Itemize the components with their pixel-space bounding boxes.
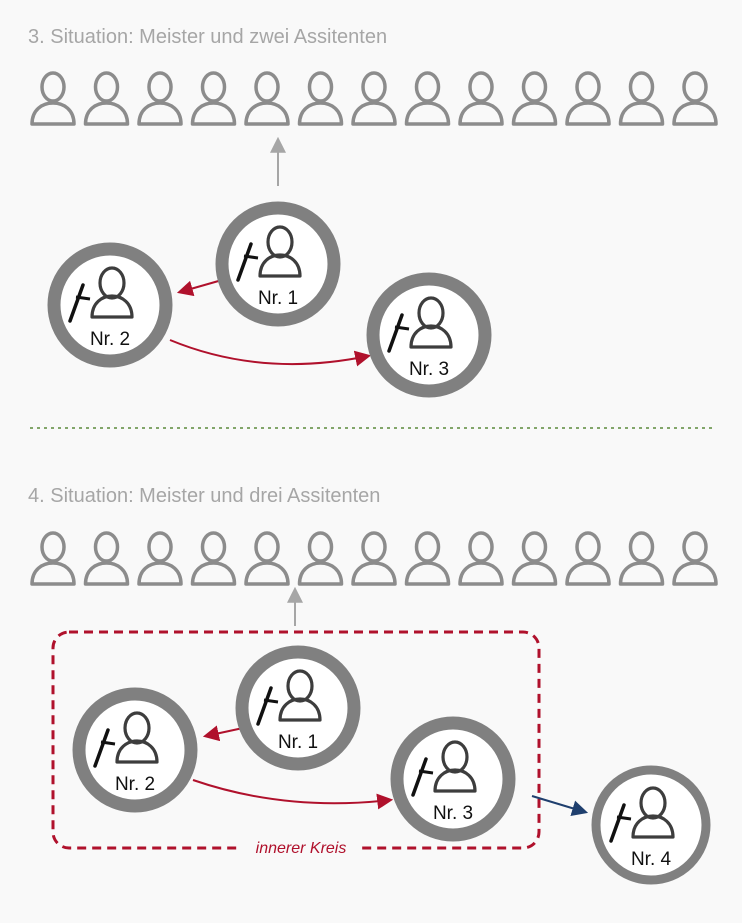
crowd-person-icon bbox=[565, 531, 611, 586]
node-nr-1: Nr. 1 bbox=[215, 201, 341, 327]
crowd-person-icon bbox=[404, 71, 451, 126]
node-nr-2: Nr. 2 bbox=[72, 687, 198, 813]
person-outline-icon bbox=[631, 786, 675, 839]
node-nr-3-label: Nr. 3 bbox=[433, 803, 473, 824]
crowd-person-icon bbox=[297, 71, 344, 126]
crowd-person-icon bbox=[30, 71, 76, 126]
crowd-person-icon bbox=[137, 71, 183, 126]
node-nr-1-label: Nr. 1 bbox=[278, 732, 318, 753]
inner-circle-label: innerer Kreis bbox=[256, 840, 347, 857]
person-outline-icon bbox=[409, 296, 453, 349]
node-nr-3-label: Nr. 3 bbox=[409, 359, 449, 380]
crowd-person-icon bbox=[83, 71, 130, 126]
situation-4-title: 4. Situation: Meister und drei Assitente… bbox=[28, 485, 381, 507]
arrow-nr2-to-nr3 bbox=[192, 779, 394, 810]
sword-icon bbox=[411, 757, 434, 797]
person-outline-icon bbox=[115, 711, 159, 764]
crowd-person-icon bbox=[511, 531, 558, 586]
node-nr-4-label: Nr. 4 bbox=[631, 849, 672, 870]
sword-icon bbox=[256, 686, 279, 726]
inner-circle-label-bg bbox=[240, 836, 360, 860]
crowd-person-icon bbox=[565, 71, 611, 126]
arrow-nr3-to-nr4 bbox=[531, 795, 589, 816]
crowd-person-icon bbox=[458, 71, 504, 126]
arrow-nr1-to-nr2 bbox=[202, 725, 244, 742]
crowd-person-icon bbox=[618, 531, 665, 586]
crowd-person-icon bbox=[458, 531, 504, 586]
person-outline-icon bbox=[90, 266, 134, 319]
crowd-person-icon bbox=[190, 531, 237, 586]
sword-icon bbox=[93, 728, 116, 768]
node-nr-2-label: Nr. 2 bbox=[90, 329, 130, 350]
node-nr-3: Nr. 3 bbox=[390, 716, 516, 842]
crowd-person-icon bbox=[244, 71, 290, 126]
node-nr-2-label: Nr. 2 bbox=[115, 774, 155, 795]
node-nr-1-label: Nr. 1 bbox=[258, 288, 298, 309]
node-nr-1: Nr. 1 bbox=[235, 645, 361, 771]
crowd-person-icon bbox=[672, 531, 718, 586]
crowd-person-icon bbox=[297, 531, 344, 586]
crowd-person-icon bbox=[672, 71, 718, 126]
crowd-person-icon bbox=[30, 531, 76, 586]
sword-icon bbox=[387, 313, 410, 353]
sword-icon bbox=[68, 283, 91, 323]
crowd-person-icon bbox=[351, 531, 397, 586]
crowd-person-icon bbox=[83, 531, 130, 586]
inner-circle-boundary bbox=[51, 630, 541, 850]
node-nr-2: Nr. 2 bbox=[47, 242, 173, 368]
node-nr-3: Nr. 3 bbox=[366, 272, 492, 398]
person-outline-icon bbox=[258, 225, 302, 278]
crowd-row-situation-4 bbox=[30, 531, 718, 586]
crowd-person-icon bbox=[351, 71, 397, 126]
crowd-person-icon bbox=[404, 531, 451, 586]
sword-icon bbox=[609, 803, 632, 843]
arrow-nr2-to-nr3 bbox=[169, 339, 372, 367]
crowd-person-icon bbox=[618, 71, 665, 126]
node-nr-4: Nr. 4 bbox=[591, 765, 711, 885]
situation-3-title: 3. Situation: Meister und zwei Assitente… bbox=[28, 26, 388, 48]
crowd-person-icon bbox=[244, 531, 290, 586]
person-outline-icon bbox=[433, 740, 477, 793]
person-outline-icon bbox=[278, 669, 322, 722]
crowd-person-icon bbox=[190, 71, 237, 126]
crowd-person-icon bbox=[137, 531, 183, 586]
crowd-row-situation-3 bbox=[30, 71, 718, 126]
sword-icon bbox=[236, 242, 259, 282]
arrow-nr1-to-nr2 bbox=[176, 279, 223, 297]
crowd-person-icon bbox=[511, 71, 558, 126]
